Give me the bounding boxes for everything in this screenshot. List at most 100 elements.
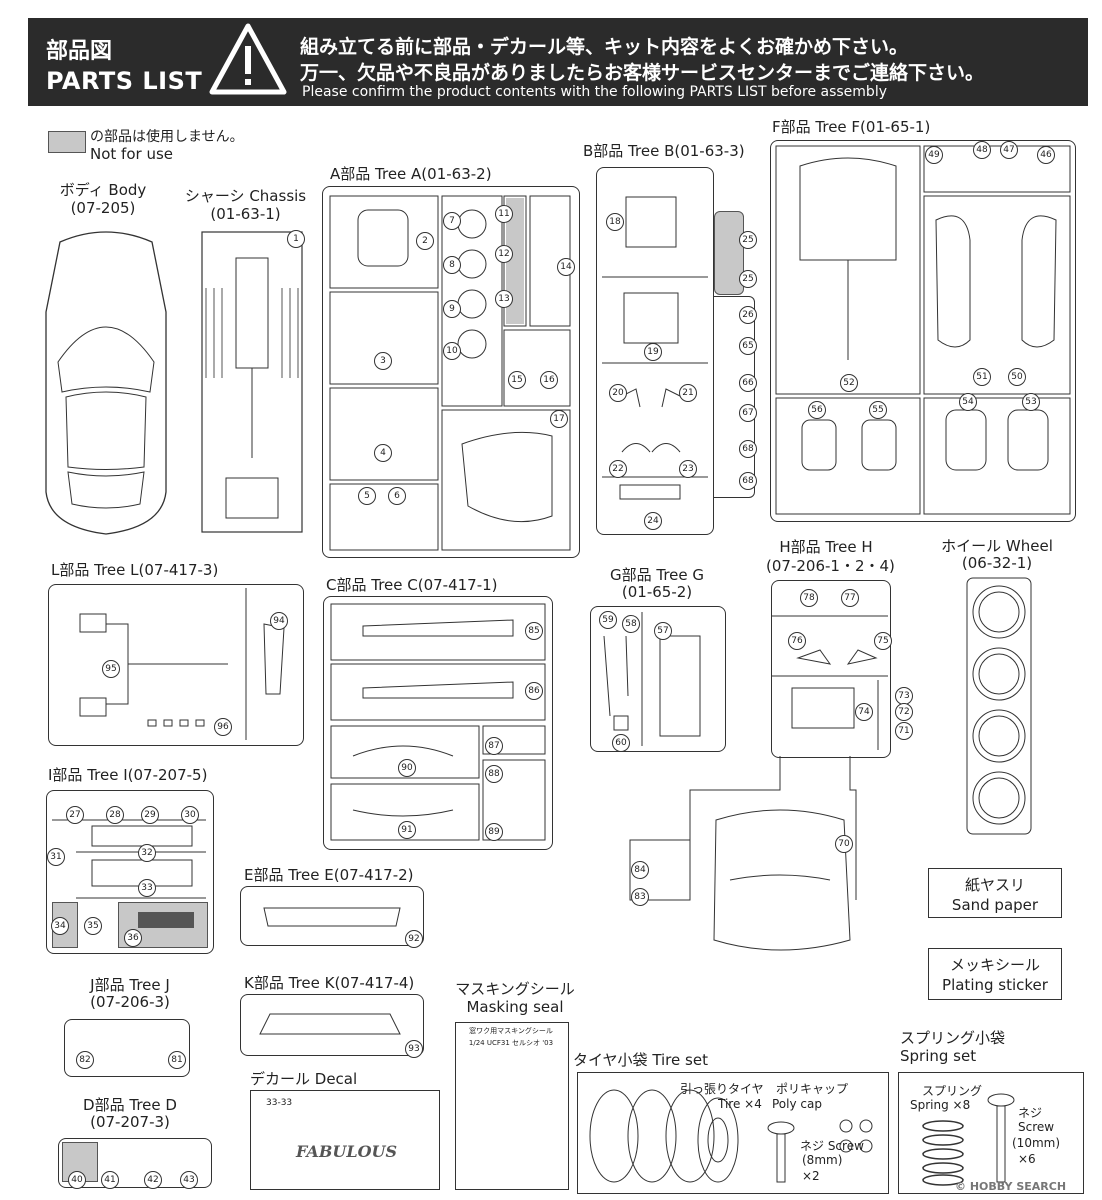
tree-e-title: E部品 Tree E(07-417-2) (244, 866, 414, 884)
tree-g-runners (603, 612, 701, 746)
part-25b: 25 (739, 270, 757, 288)
part-66: 66 (739, 374, 757, 392)
part-68b: 68 (739, 472, 757, 490)
part-32: 32 (138, 844, 156, 862)
tree-b-frame (596, 167, 714, 535)
part-24: 24 (644, 512, 662, 530)
decal-sheet (250, 1090, 440, 1190)
tree-k-frame (240, 994, 424, 1056)
tree-a-title: A部品 Tree A(01-63-2) (330, 165, 492, 183)
part-82: 82 (76, 1051, 94, 1069)
part-42: 42 (144, 1171, 162, 1189)
part-60: 60 (612, 734, 630, 752)
legend-en: Not for use (90, 145, 173, 163)
tree-i-title: I部品 Tree I(07-207-5) (48, 766, 208, 784)
tree-d-frame (58, 1138, 212, 1188)
warning-line-2: 万一、欠品や不良品がありましたらお客様サービスセンターまでご連絡下さい。 (300, 62, 985, 84)
part-50: 50 (1008, 368, 1026, 386)
tree-k-bumper (259, 1013, 401, 1035)
part-46: 46 (1037, 146, 1055, 164)
part-41: 41 (101, 1171, 119, 1189)
part-25a: 25 (739, 231, 757, 249)
tire-screw-size: (8mm) (802, 1153, 843, 1167)
part-11: 11 (495, 205, 513, 223)
sandpaper-box: 紙ヤスリ Sand paper (928, 868, 1062, 918)
part-18: 18 (606, 213, 624, 231)
tire-screw-qty: ×2 (802, 1169, 820, 1183)
spring-set-title-jp: スプリング小袋 (900, 1029, 1006, 1047)
tree-g-code: (01-65-2) (621, 583, 693, 601)
part-29: 29 (141, 806, 159, 824)
part-30: 30 (181, 806, 199, 824)
not-for-use-swatch (48, 131, 86, 153)
part-72: 72 (895, 703, 913, 721)
plating-sticker-box: メッキシール Plating sticker (928, 948, 1062, 1000)
part-12: 12 (495, 245, 513, 263)
wheel-code: (06-32-1) (961, 554, 1033, 572)
part-7: 7 (443, 212, 461, 230)
part-67: 67 (739, 404, 757, 422)
part-52: 52 (840, 374, 858, 392)
part-16: 16 (540, 371, 558, 389)
part-70: 70 (835, 835, 853, 853)
part-43: 43 (180, 1171, 198, 1189)
tree-f-runners (775, 145, 1071, 515)
tree-c-title: C部品 Tree C(07-417-1) (326, 576, 498, 594)
part-71: 71 (895, 722, 913, 740)
sandpaper-en: Sand paper (951, 896, 1039, 914)
spring-drawing (922, 1120, 964, 1186)
tree-h-code: (07-206-1・2・4) (766, 557, 895, 575)
watermark: © HOBBY SEARCH (955, 1180, 1067, 1193)
part-90: 90 (398, 759, 416, 777)
tire-set-frame (577, 1072, 889, 1194)
part-81: 81 (168, 1051, 186, 1069)
tree-f-title: F部品 Tree F(01-65-1) (772, 118, 931, 136)
part-85: 85 (525, 622, 543, 640)
tree-a-frame (322, 186, 580, 558)
part-92: 92 (405, 930, 423, 948)
part-21: 21 (679, 384, 697, 402)
tree-l-title: L部品 Tree L(07-417-3) (51, 561, 219, 579)
part-57: 57 (654, 622, 672, 640)
header-title-jp: 部品図 (46, 39, 113, 64)
tire-label-en: Tire ×4 (718, 1097, 762, 1111)
part-53: 53 (1022, 393, 1040, 411)
chassis-code: (01-63-1) (210, 205, 281, 223)
tire-drawing (589, 1089, 739, 1183)
part-1: 1 (287, 230, 305, 248)
masking-title-jp: マスキングシール (455, 980, 575, 998)
warning-line-1: 組み立てる前に部品・デカール等、キット内容をよくお確かめ下さい。 (300, 36, 909, 58)
tire-label-jp: 引っ張りタイヤ (680, 1082, 764, 1096)
wheel-tree-drawing (966, 577, 1032, 835)
part-75: 75 (874, 632, 892, 650)
part-22: 22 (609, 460, 627, 478)
spring-set-title-en: Spring set (900, 1047, 977, 1065)
part-17: 17 (550, 410, 568, 428)
masking-sheet-sub: 1/24 UCF31 セルシオ '03 (468, 1039, 554, 1047)
polycap-label-en: Poly cap (772, 1097, 822, 1111)
tree-c-frame (323, 596, 553, 850)
polycap-label-jp: ポリキャップ (776, 1082, 849, 1096)
part-8: 8 (443, 256, 461, 274)
screw-10mm-drawing (987, 1093, 1015, 1183)
masking-title-en: Masking seal (466, 998, 564, 1016)
part-9: 9 (443, 300, 461, 318)
decal-title: デカール Decal (250, 1070, 358, 1088)
tree-l-frame (48, 584, 304, 746)
tree-g-title: G部品 Tree G (609, 566, 705, 584)
part-89: 89 (485, 823, 503, 841)
screw-8mm-drawing (767, 1121, 795, 1183)
chassis-title: シャーシ Chassis (184, 187, 307, 205)
part-6: 6 (388, 487, 406, 505)
spring-label-jp: スプリング (922, 1084, 983, 1098)
part-86: 86 (525, 682, 543, 700)
spring-screw-qty: ×6 (1018, 1152, 1036, 1166)
tree-b-title: B部品 Tree B(01-63-3) (583, 142, 745, 160)
warning-icon (209, 23, 287, 95)
tree-h-frame (771, 580, 891, 758)
tree-k-title: K部品 Tree K(07-417-4) (244, 974, 415, 992)
tree-e-bumper (263, 907, 401, 927)
part-34: 34 (51, 917, 69, 935)
spring-screw-size: (10mm) (1012, 1136, 1061, 1150)
tree-h-title: H部品 Tree H (779, 538, 873, 556)
